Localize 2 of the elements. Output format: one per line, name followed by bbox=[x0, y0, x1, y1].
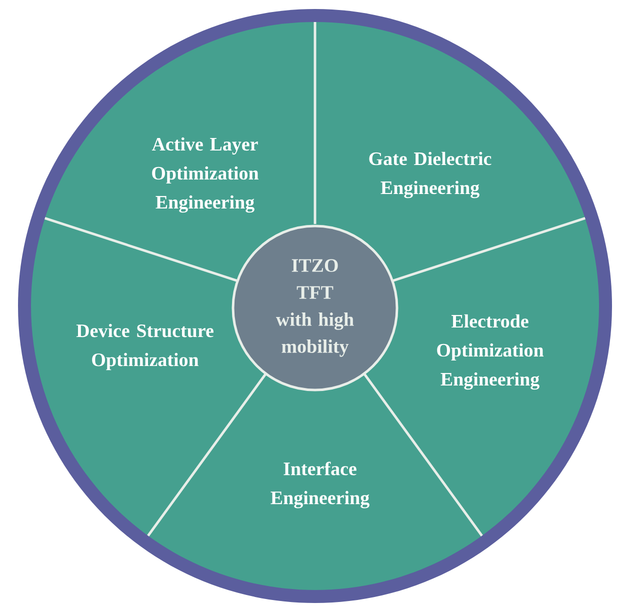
node-label: Gate Dielectric Engineering bbox=[369, 152, 492, 198]
node-label: Active Layer Optimization Engineering bbox=[152, 137, 259, 213]
